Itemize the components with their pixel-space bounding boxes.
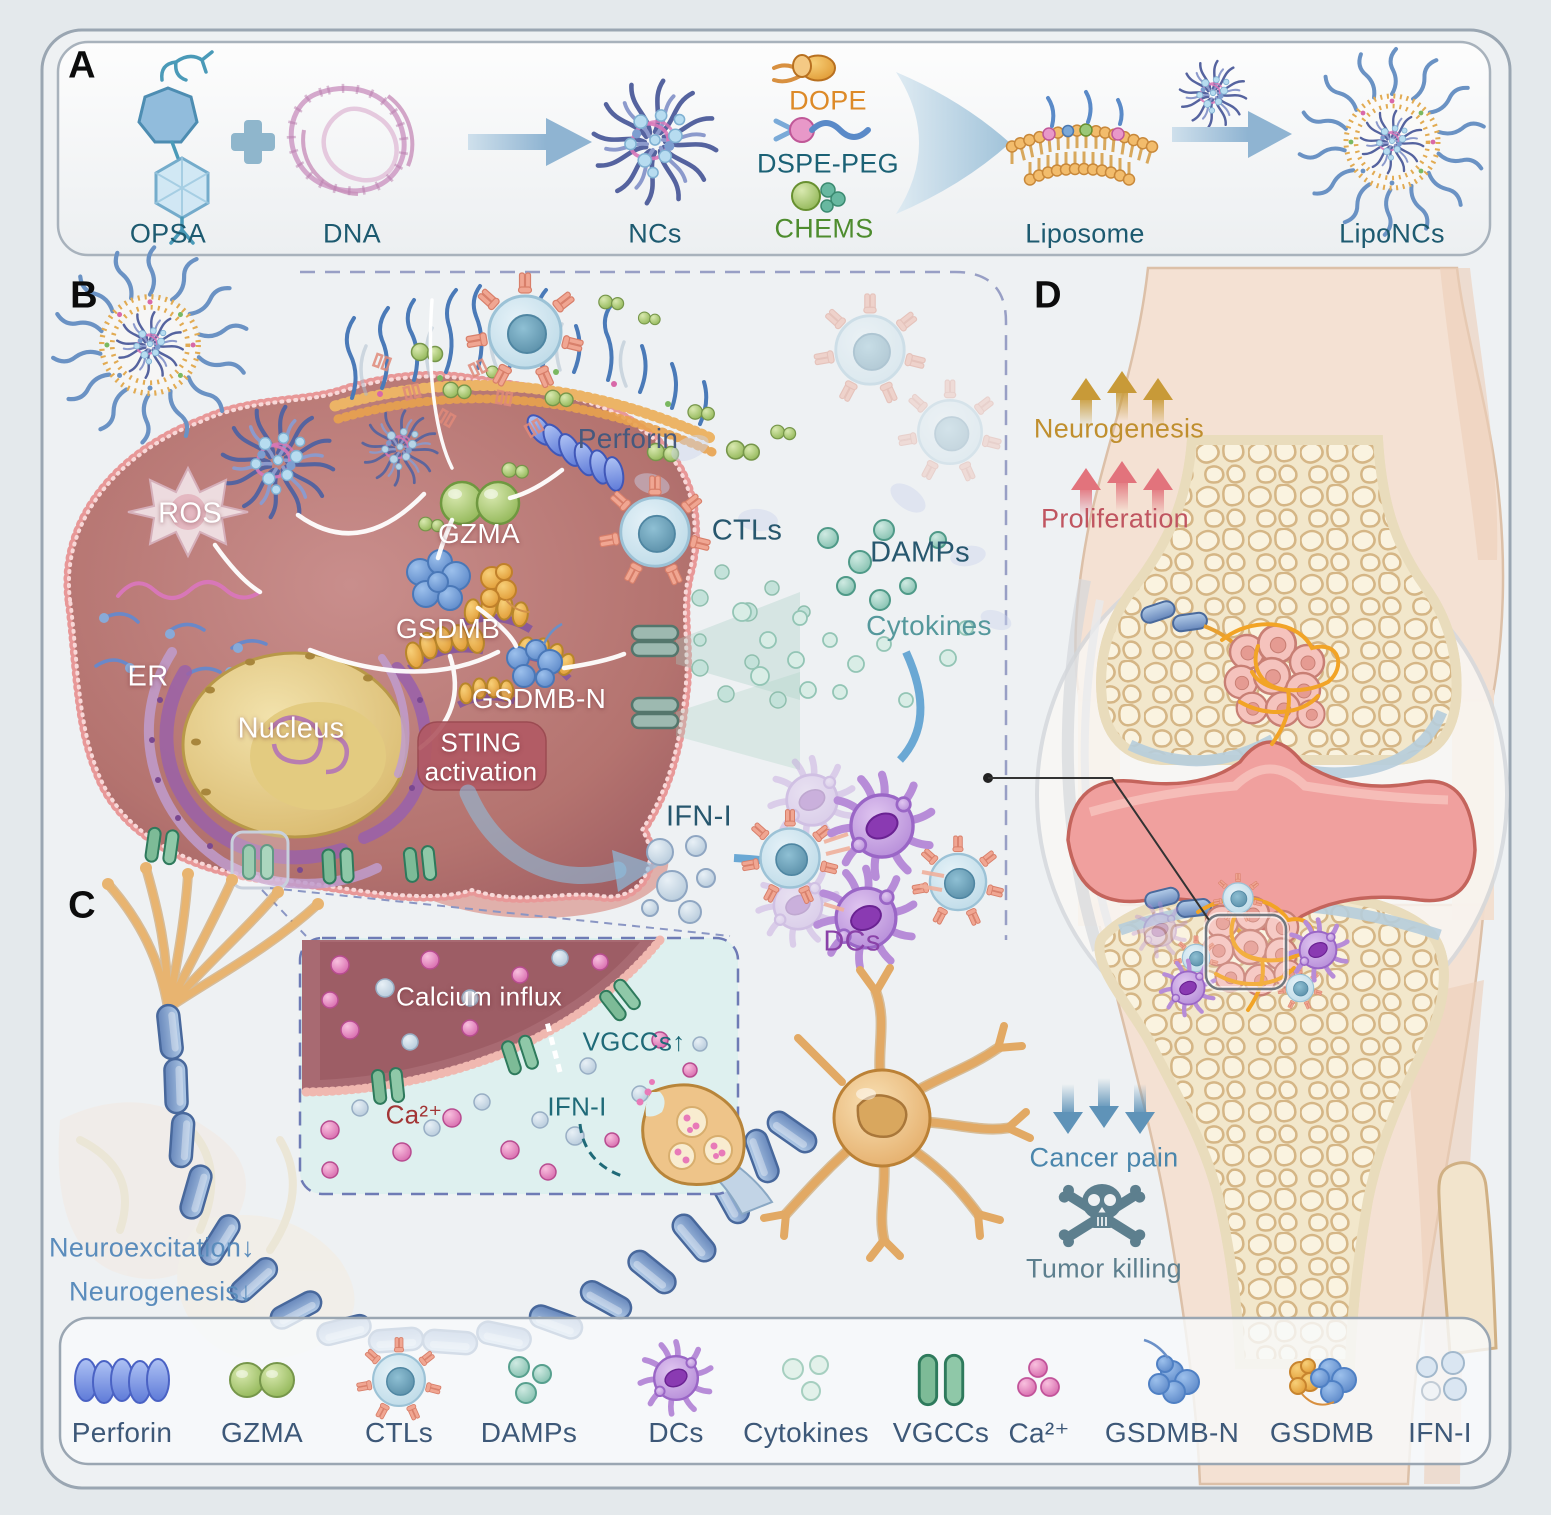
zoom-connector-lines — [261, 887, 731, 937]
panel-b-letter: B — [70, 274, 98, 317]
legend-label-gsdmb: GSDMB — [1269, 1417, 1375, 1448]
dna-label: DNA — [323, 218, 381, 249]
legend-label-ctls: CTLs — [364, 1417, 434, 1448]
gsdmb-n-icon-legend — [1143, 1338, 1200, 1404]
liposome-icon — [1005, 90, 1161, 187]
damps-dots — [817, 519, 947, 611]
panel-a-illustration — [56, 40, 1492, 257]
cytokine-dots — [732, 602, 974, 708]
legend-label-perforin: Perforin — [71, 1417, 173, 1448]
dspe-peg-label: DSPE-PEG — [757, 148, 899, 179]
perforin-on-membrane — [526, 414, 625, 492]
legend-label-cytokines: Cytokines — [743, 1417, 869, 1448]
ifn-inset-label: IFN-I — [547, 1091, 607, 1122]
chems-icon — [791, 181, 846, 213]
process-arrows — [212, 298, 624, 751]
dc-cluster — [740, 758, 1006, 967]
panel-c-illustration — [102, 862, 1034, 1357]
vgccs-label: VGCCs↑ — [582, 1026, 686, 1057]
cancer-pain-down-arrows — [1053, 1078, 1155, 1134]
legend-box — [58, 1316, 1492, 1466]
perforin-label: Perforin — [577, 423, 679, 454]
calcium-influx-label: Calcium influx — [395, 981, 563, 1012]
opsa-label: OPSA — [129, 218, 207, 249]
damps-label: DAMPs — [870, 536, 970, 569]
proliferation-label: Proliferation — [1041, 503, 1189, 534]
cytokine-to-dc-arrow — [900, 650, 920, 760]
funnel-arrow-icon — [896, 72, 1010, 214]
neuroexcitation-label: Neuroexcitation↓ — [49, 1232, 255, 1263]
ifn-icon-legend — [1416, 1351, 1467, 1401]
cytokines-label: Cytokines — [866, 610, 992, 641]
skull-icon — [1058, 1184, 1146, 1248]
ncs-label: NCs — [628, 218, 682, 249]
ion-dots — [320, 949, 708, 1181]
neurogenesis-down-label: Neurogenesis↓ — [68, 1276, 254, 1307]
membrane-zoom-square — [230, 830, 290, 890]
neurogenesis-label: Neurogenesis — [1033, 413, 1205, 444]
ifn-dots — [641, 835, 716, 924]
ca-icon-legend — [1017, 1358, 1060, 1397]
dna-icon — [286, 83, 415, 196]
perforin-icon — [74, 1358, 170, 1404]
legend-label-ca: Ca²⁺ — [1008, 1417, 1070, 1449]
ros-burst-icon — [127, 465, 249, 559]
upper-bone-tumor — [1138, 598, 1341, 746]
ifn-label: IFN-I — [666, 800, 732, 833]
legend-label-damps: DAMPs — [480, 1417, 578, 1448]
dspe-peg-icon — [773, 117, 871, 143]
dope-label: DOPE — [789, 85, 867, 116]
legend-label-dcs: DCs — [648, 1417, 704, 1448]
gzma-icon-legend — [229, 1362, 295, 1398]
legend-label-gsdmb-n: GSDMB-N — [1104, 1417, 1240, 1448]
tumor-killing-label: Tumor killing — [1026, 1253, 1182, 1284]
gsdmb-label: GSDMB — [395, 613, 501, 644]
lower-bone-tumor — [1133, 872, 1347, 1015]
legend-label-vgccs: VGCCs — [892, 1417, 990, 1448]
panel-d-letter: D — [1034, 274, 1062, 317]
gzma-label: GZMA — [437, 518, 521, 549]
liponcs-label: LipoNCs — [1339, 218, 1445, 249]
nerve-endings-tree — [102, 862, 324, 1013]
opsa-molecule-icon — [137, 50, 214, 245]
legend-label-ifn: IFN-I — [1408, 1417, 1472, 1448]
nucleus-icon — [181, 651, 409, 839]
legend-label-gzma: GZMA — [220, 1417, 304, 1448]
callout-line-to-knee — [983, 773, 1210, 921]
panel-c-letter: C — [68, 884, 96, 927]
synapse-icon — [636, 1079, 774, 1216]
er-label: ER — [127, 660, 169, 693]
ros-label: ROS — [158, 497, 222, 530]
dope-icon — [772, 54, 836, 84]
sting-activation-badge — [417, 721, 547, 791]
gsdmb-icon-legend — [1289, 1358, 1357, 1406]
panel-a-letter: A — [68, 44, 96, 87]
mrna-strands — [94, 580, 301, 677]
calcium-inset-box — [297, 935, 774, 1216]
arrow-right-icon — [468, 118, 592, 166]
dcs-label: DCs — [823, 925, 881, 958]
cancer-pain-label: Cancer pain — [1029, 1142, 1179, 1173]
plus-icon — [231, 120, 275, 164]
sting-label-line1: STING — [440, 727, 522, 758]
ca-label: Ca²⁺ — [385, 1099, 443, 1130]
gsdmb-n-label: GSDMB-N — [471, 683, 607, 714]
ctls-label: CTLs — [711, 514, 783, 547]
panel-b-illustration — [53, 247, 1210, 967]
chems-label: CHEMS — [774, 213, 874, 244]
membrane-fusion-patch — [329, 284, 721, 457]
sting-label-line2: activation — [424, 756, 538, 787]
liposome-label: Liposome — [1025, 218, 1145, 249]
cytokines-icon-legend — [782, 1355, 829, 1401]
receptor-fragments — [371, 352, 545, 439]
nucleus-label: Nucleus — [237, 712, 345, 745]
arrow-right-icon-2 — [1172, 111, 1292, 158]
sting-to-ifn-arrow — [459, 784, 627, 885]
neuron-icon — [760, 964, 1034, 1262]
damps-icon-legend — [508, 1356, 552, 1404]
